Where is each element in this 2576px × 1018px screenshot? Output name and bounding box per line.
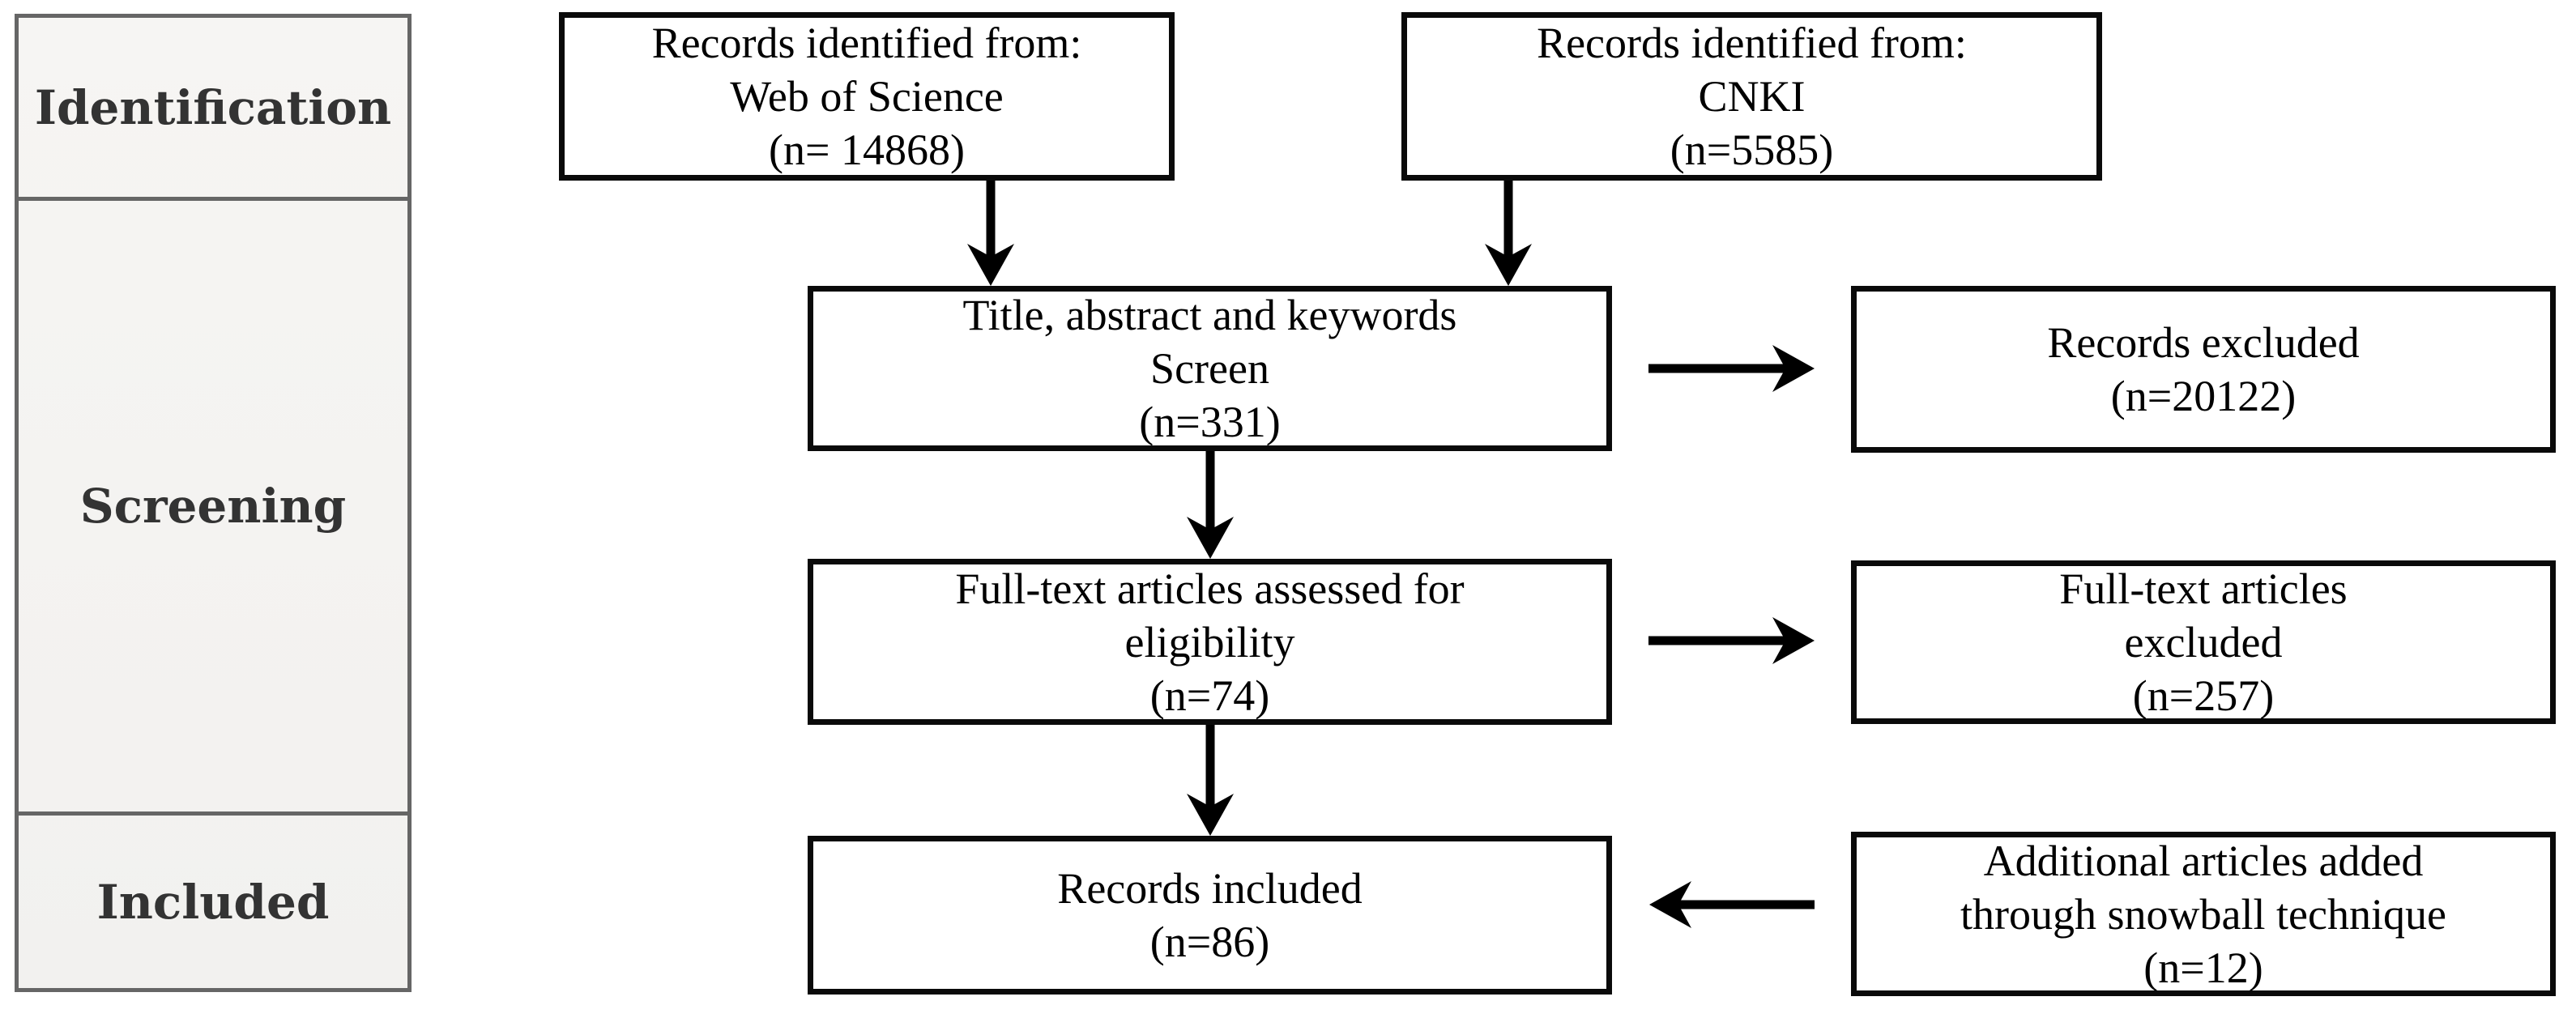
- box-records-excluded: Records excluded (n=20122): [1851, 286, 2556, 453]
- arrow-fulltext-to-included: [1187, 724, 1234, 836]
- stage-screening-label: Screening: [79, 479, 347, 534]
- box-fulltext-excluded-line1: Full-text articles: [2059, 564, 2348, 613]
- box-cnki-line2: CNKI: [1698, 72, 1806, 121]
- box-screen-line1: Title, abstract and keywords: [962, 291, 1457, 339]
- box-fulltext-excluded-count: (n=257): [2132, 671, 2275, 720]
- box-fulltext-count: (n=74): [1149, 671, 1270, 720]
- box-wos-line1: Records identified from:: [651, 19, 1082, 67]
- box-title-abstract-keywords-screen: Title, abstract and keywords Screen (n=3…: [808, 286, 1612, 451]
- arrow-screen-to-fulltext: [1187, 450, 1234, 559]
- box-cnki-line1: Records identified from:: [1537, 19, 1967, 67]
- box-records-excluded-line1: Records excluded: [2047, 318, 2360, 367]
- box-screen-line2: Screen: [1150, 344, 1269, 393]
- box-records-included: Records included (n=86): [808, 836, 1612, 995]
- box-snowball-count: (n=12): [2143, 943, 2263, 992]
- box-fulltext-line1: Full-text articles assessed for: [955, 564, 1465, 613]
- arrow-fulltext-to-excluded: [1648, 617, 1815, 664]
- stage-identification: Identification: [19, 18, 407, 197]
- box-records-identified-wos: Records identified from: Web of Science …: [559, 12, 1175, 181]
- box-included-count: (n=86): [1149, 918, 1270, 966]
- box-screen-count: (n=331): [1139, 398, 1281, 446]
- arrow-cnki-to-screen: [1485, 180, 1532, 286]
- box-records-identified-cnki: Records identified from: CNKI (n=5585): [1401, 12, 2102, 181]
- box-wos-line2: Web of Science: [730, 72, 1004, 121]
- arrow-screen-to-excluded: [1648, 345, 1815, 392]
- box-fulltext-excluded-line2: excluded: [2124, 618, 2283, 667]
- stage-column: Identification Screening Included: [15, 14, 412, 992]
- box-fulltext-line2: eligibility: [1124, 617, 1295, 667]
- stage-identification-label: Identification: [34, 79, 392, 135]
- box-wos-count: (n= 14868): [769, 126, 965, 174]
- box-snowball-line2: through snowball technique: [1960, 889, 2446, 939]
- arrow-snowball-to-included: [1649, 881, 1815, 928]
- box-fulltext-assessed: Full-text articles assessed for eligibil…: [808, 559, 1612, 725]
- box-cnki-count: (n=5585): [1670, 126, 1834, 174]
- box-records-excluded-count: (n=20122): [2110, 372, 2297, 420]
- box-fulltext-excluded: Full-text articles excluded (n=257): [1851, 560, 2556, 724]
- box-snowball-additions: Additional articles added through snowba…: [1851, 832, 2556, 996]
- box-snowball-line1: Additional articles added: [1983, 836, 2424, 885]
- stage-included-label: Included: [96, 874, 330, 930]
- stage-included: Included: [19, 811, 407, 988]
- arrow-wos-to-screen: [967, 180, 1014, 286]
- stage-screening: Screening: [19, 197, 407, 811]
- box-included-line1: Records included: [1057, 864, 1363, 913]
